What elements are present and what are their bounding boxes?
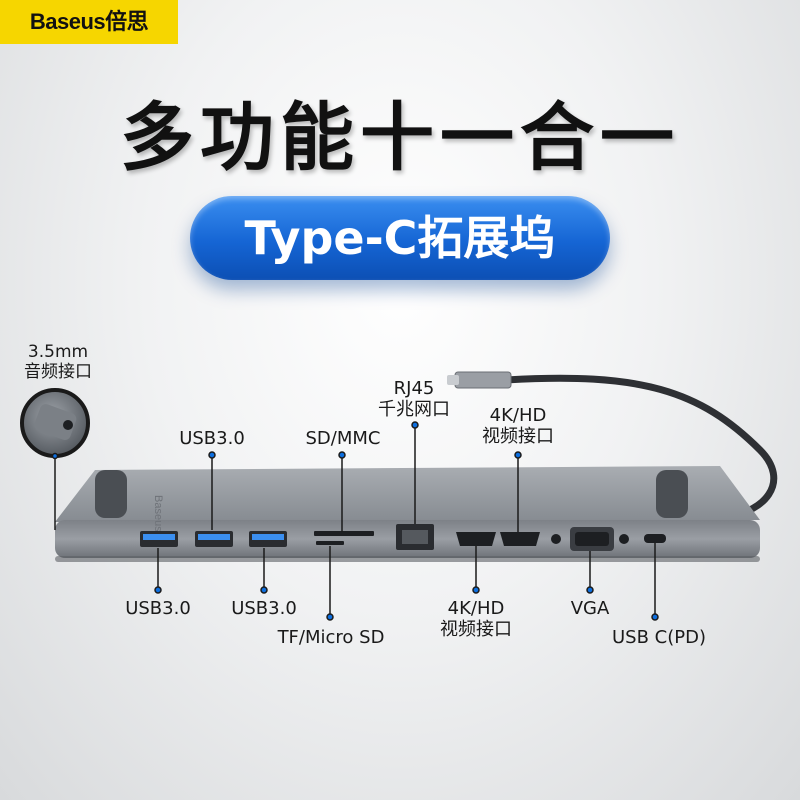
- label-audio-line1: 3.5mm: [27, 342, 89, 362]
- label-hd-top-line2: 视频接口: [482, 426, 554, 447]
- headline: 多功能十一合一: [120, 95, 680, 181]
- label-hd-bottom-line1: 4K/HD: [447, 598, 505, 619]
- label-rj45-line1: RJ45: [393, 378, 435, 399]
- usb-c-port: [644, 534, 666, 543]
- label-audio-line2: 音频接口: [24, 362, 92, 382]
- tf-slot: [316, 541, 344, 545]
- rubber-foot-left: [95, 470, 127, 518]
- label-usb-top: USB3.0: [179, 428, 245, 449]
- usb-c-plug: [454, 371, 512, 389]
- rubber-foot-right: [656, 470, 688, 518]
- label-sd-mmc: SD/MMC: [305, 428, 381, 449]
- baseus-logo: Baseus倍思: [0, 0, 178, 44]
- hdmi-port-2: [500, 532, 540, 546]
- label-vga: VGA: [570, 598, 610, 619]
- label-usb-bottom-mid: USB3.0: [231, 598, 297, 619]
- hub-top-face: [55, 466, 760, 522]
- label-usb-c-pd: USB C(PD): [612, 627, 706, 648]
- subtitle-pill: Type-C拓展坞: [190, 196, 610, 280]
- hdmi-port-1: [456, 532, 496, 546]
- label-usb-bottom-left: USB3.0: [125, 598, 191, 619]
- sd-slot: [314, 531, 374, 536]
- label-rj45-line2: 千兆网口: [378, 399, 450, 420]
- audio-jack-1: [551, 534, 561, 544]
- ports: [140, 524, 666, 551]
- label-hd-bottom-line2: 视频接口: [440, 619, 512, 640]
- hub-brand-etch: Baseus: [152, 495, 164, 532]
- label-tf-micro-sd: TF/Micro SD: [277, 627, 385, 648]
- label-hd-top-line1: 4K/HD: [489, 405, 547, 426]
- audio-jack-2: [619, 534, 629, 544]
- usb-c-cable: [501, 374, 778, 524]
